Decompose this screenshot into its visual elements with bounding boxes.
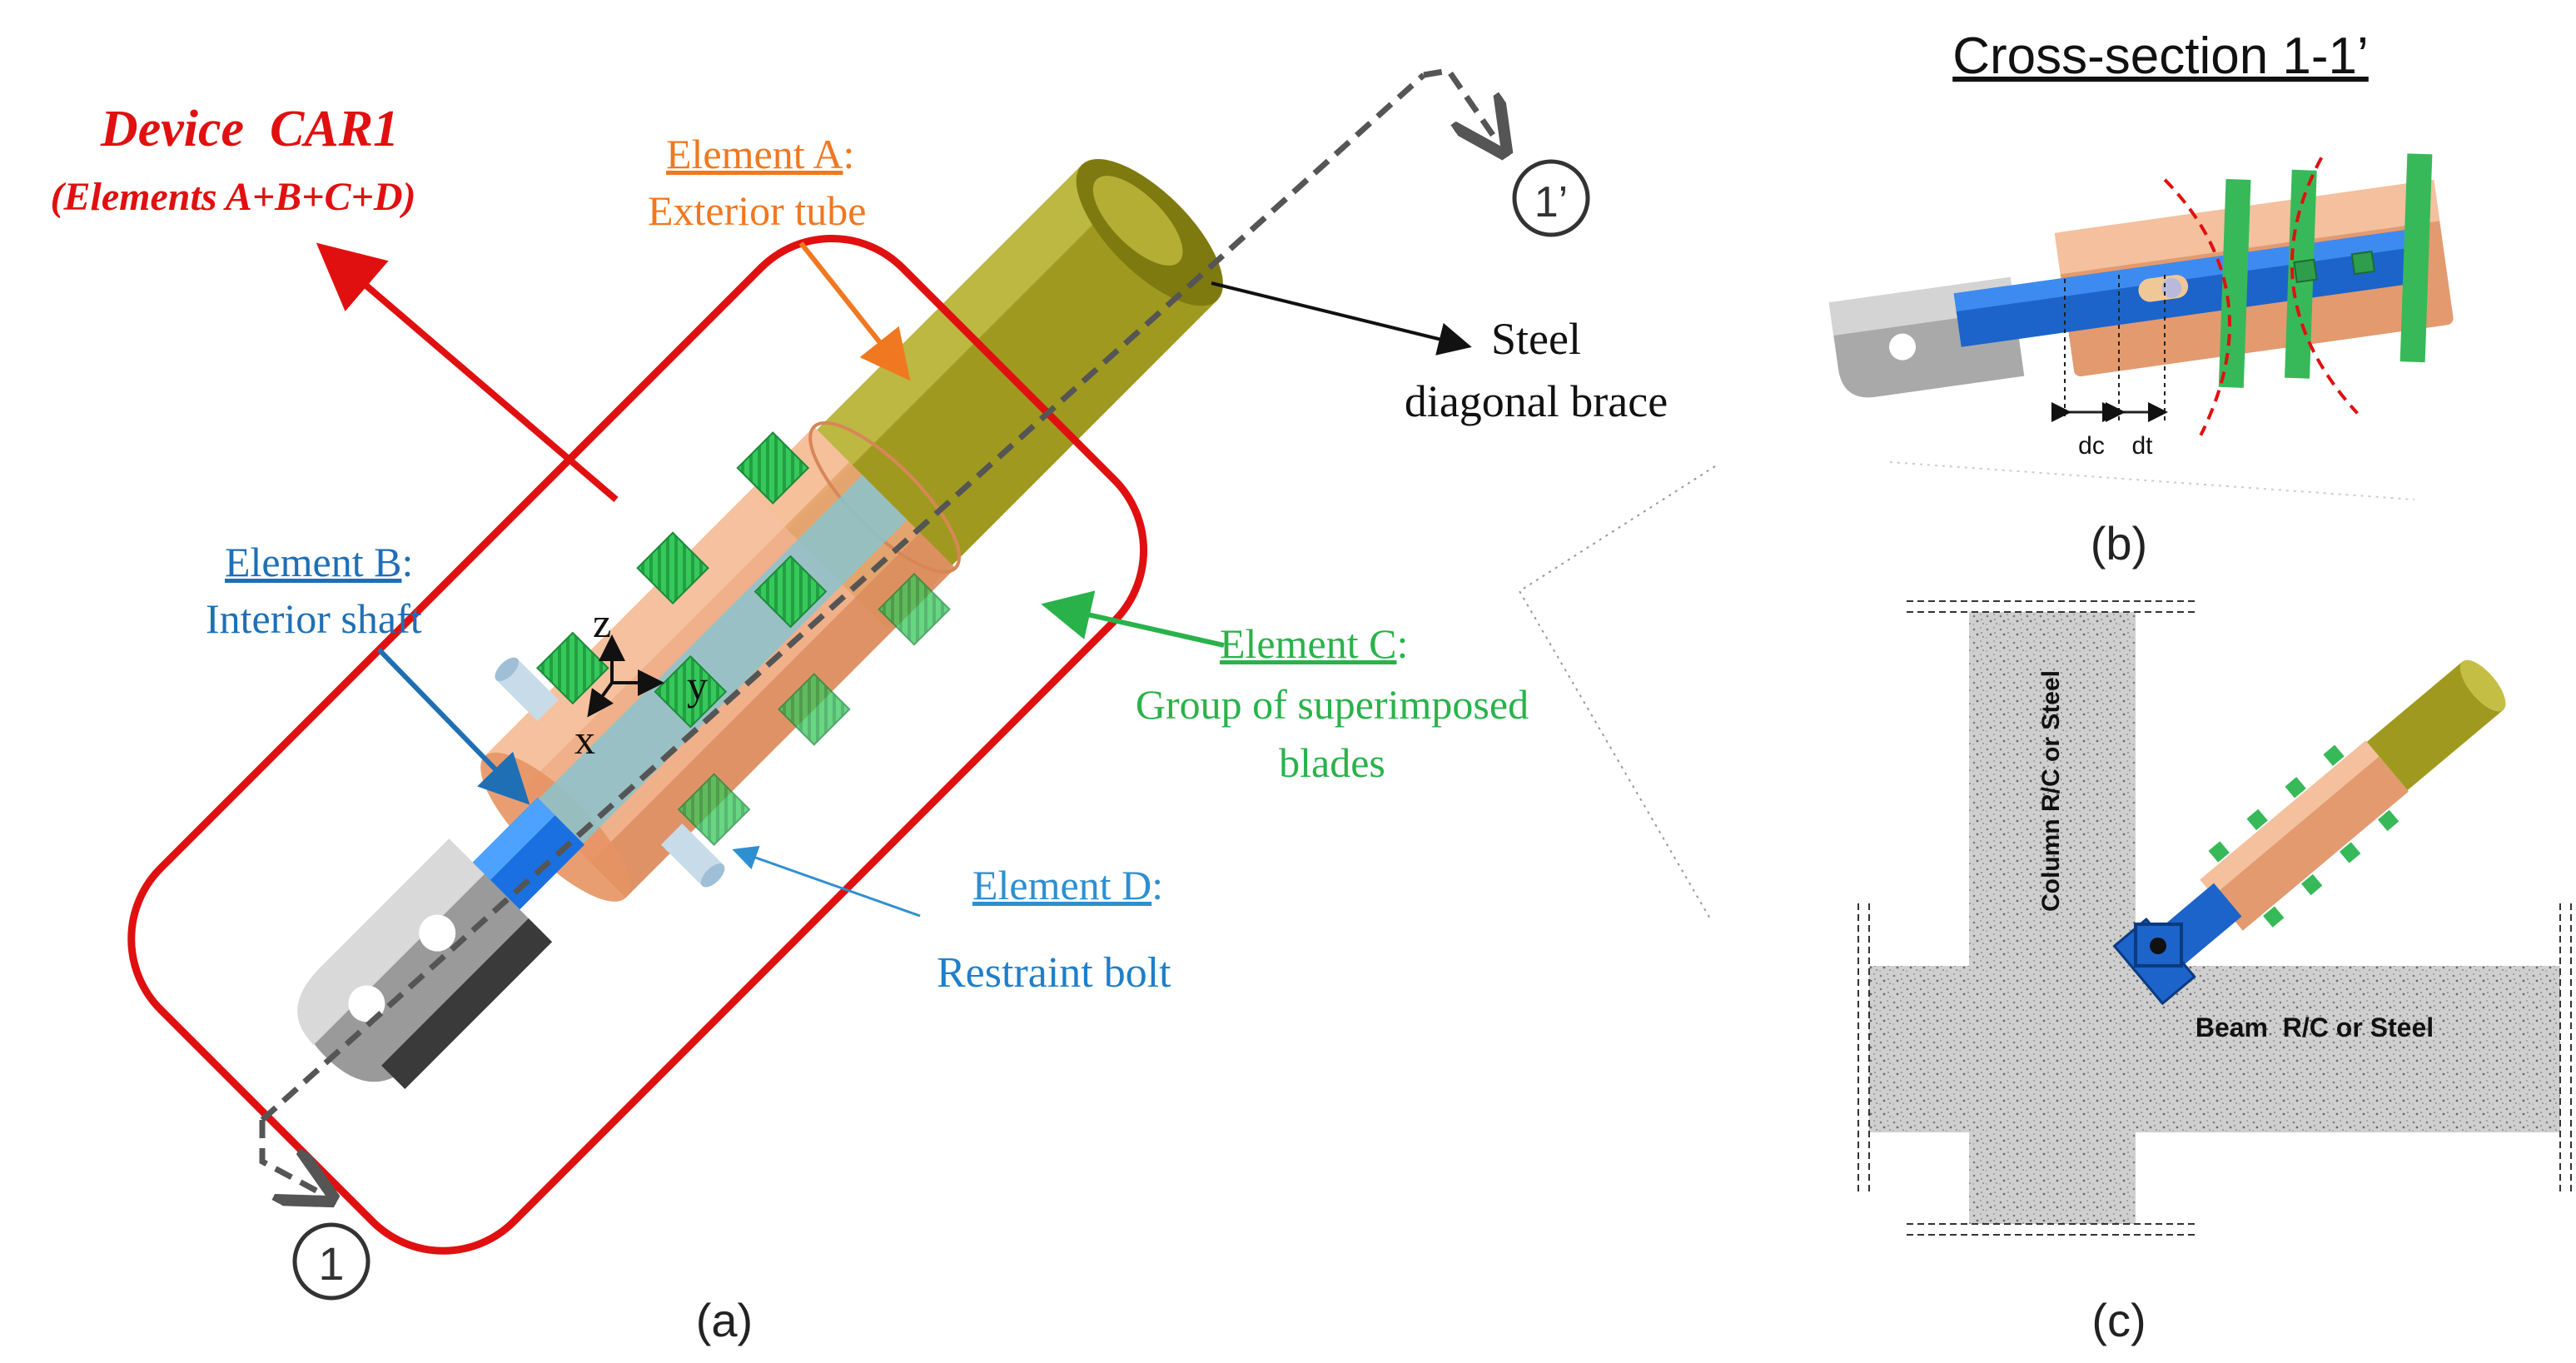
- element-b-desc: Interior shaft: [206, 595, 422, 642]
- dimension-lines: dc dt: [2051, 275, 2168, 460]
- element-d-arrow: [732, 845, 921, 918]
- brace-label-line1: Steel: [1491, 314, 1581, 364]
- element-a-arrow: [798, 241, 911, 381]
- end-clevis-shape: [297, 838, 553, 1090]
- mini-pin: [2150, 938, 2166, 954]
- section-marker-1-circle: [292, 1222, 370, 1301]
- element-b-name: Element B: [225, 539, 401, 585]
- panel-b-label: (b): [2091, 517, 2147, 570]
- element-d-label: Element D:: [972, 862, 1163, 908]
- coordinate-axes: z y x: [574, 599, 708, 763]
- panel-a-device: 1 1’ z y x Device CAR1 (Elements A+B+C+D…: [51, 67, 1668, 1346]
- restraint-bolt-shape: [495, 657, 725, 888]
- dim-dc-label: dc: [2078, 432, 2105, 460]
- element-d-desc: Restraint bolt: [937, 949, 1171, 997]
- brace-label-line2: diagonal brace: [1405, 376, 1668, 426]
- beam-label: Beam R/C or Steel: [2196, 1012, 2434, 1042]
- axis-y-label: y: [687, 662, 708, 709]
- dim-dt-label: dt: [2131, 432, 2153, 460]
- interior-shaft-shape: [472, 475, 908, 910]
- element-a-label: Element A:: [666, 131, 854, 177]
- element-c-label: Element C:: [1220, 620, 1408, 667]
- element-a-name: Element A: [666, 131, 843, 177]
- column-label: Column R/C or Steel: [2037, 670, 2065, 912]
- element-c-name: Element C: [1220, 620, 1396, 667]
- axis-x-label: x: [574, 716, 595, 763]
- element-c-colon: :: [1396, 620, 1408, 667]
- cross-section-drawing: [1828, 153, 2454, 436]
- brace-arrow: [1211, 281, 1472, 356]
- element-d-name: Element D: [972, 862, 1151, 908]
- element-b-label: Element B:: [225, 539, 413, 585]
- panel-a-label: (a): [696, 1294, 753, 1346]
- section-cut-line: [259, 67, 1494, 1191]
- device-subtitle: (Elements A+B+C+D): [51, 175, 416, 219]
- blade-group-shape: [536, 431, 951, 846]
- beam-shape: [1869, 966, 2560, 1132]
- break-lines: [1857, 600, 2572, 1236]
- device-title: Device CAR1: [100, 101, 399, 157]
- element-c-desc-line2: blades: [1279, 739, 1385, 786]
- section-marker-1: 1: [318, 1237, 344, 1290]
- device-assembly: [127, 159, 1223, 1255]
- element-a-colon: :: [843, 131, 854, 177]
- element-c-desc-line1: Group of superimposed: [1136, 681, 1529, 728]
- element-b-colon: :: [401, 539, 413, 585]
- element-a-desc: Exterior tube: [648, 187, 866, 234]
- element-c-arrow: [1041, 590, 1225, 648]
- element-b-arrow: [376, 647, 530, 805]
- element-d-colon: :: [1151, 862, 1163, 908]
- section-marker-1prime-circle: [1512, 159, 1590, 237]
- axis-z-label: z: [593, 599, 611, 646]
- connector-dotted-lines: [1518, 461, 2415, 921]
- panel-c-frame: Column R/C or Steel Beam R/C or Steel: [1857, 600, 2572, 1346]
- panel-c-label: (c): [2091, 1294, 2146, 1346]
- device-title-arrow: [316, 242, 619, 503]
- panel-b-cross-section: Cross-section 1-1’: [1828, 27, 2454, 570]
- section-marker-1prime: 1’: [1534, 178, 1568, 226]
- cross-section-title: Cross-section 1-1’: [1952, 27, 2369, 85]
